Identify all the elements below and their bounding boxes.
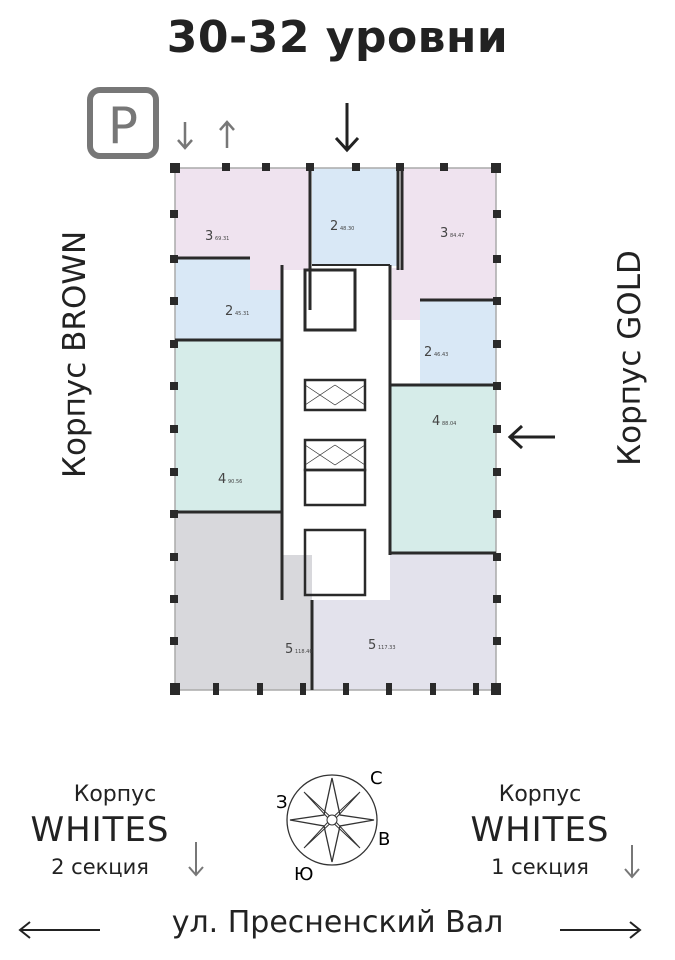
apt-rooms: 4	[432, 414, 440, 429]
apt-4-right	[390, 385, 496, 553]
entrance-arrow-left-icon	[507, 424, 555, 450]
apt-area: 118.40	[295, 649, 313, 655]
whites-1-name: Корпус	[498, 782, 582, 807]
apt-area: 84.47	[450, 233, 464, 239]
apt-2-left	[175, 258, 282, 340]
apt-rooms: 2	[330, 219, 338, 234]
apt-4-left	[175, 340, 282, 512]
compass-west: З	[276, 792, 288, 813]
apt-2-right	[420, 300, 496, 385]
compass-east: В	[378, 829, 390, 850]
whites-1-section: 1 секция	[491, 855, 589, 879]
parking-icon: P	[87, 87, 159, 159]
apt-area: 88.04	[442, 421, 456, 427]
apt-3-top-right	[392, 168, 496, 320]
apt-rooms: 4	[218, 472, 226, 487]
apt-rooms: 3	[205, 229, 213, 244]
apt-area: 90.56	[228, 479, 242, 485]
whites-2-brand: WHITES	[30, 810, 170, 850]
columns	[170, 163, 501, 695]
apt-rooms: 3	[440, 226, 448, 241]
parking-label: P	[108, 97, 138, 155]
apt-rooms: 2	[424, 345, 432, 360]
apt-rooms: 5	[285, 642, 293, 657]
apt-area: 46.43	[434, 352, 448, 358]
whites-2-name: Корпус	[73, 782, 157, 807]
building-label-gold: Корпус GOLD	[612, 250, 648, 466]
entry-exit-arrows-icon	[177, 120, 235, 150]
entrance-arrow-down-icon	[334, 103, 360, 153]
street-name: ул. Пресненский Вал	[171, 905, 504, 940]
apt-2-top-mid	[312, 168, 398, 266]
whites-2-section: 2 секция	[51, 855, 149, 879]
apt-area: 69.31	[215, 236, 229, 242]
compass-north: С	[370, 768, 383, 789]
apt-rooms: 2	[225, 304, 233, 319]
street-direction-arrows-icon	[18, 921, 642, 939]
apt-5-left	[175, 512, 312, 690]
compass-south: Ю	[294, 864, 313, 885]
apt-area: 48.30	[340, 226, 354, 232]
apt-area: 45.31	[235, 311, 249, 317]
compass-icon: С В Ю З	[276, 768, 390, 885]
whites-1-brand: WHITES	[470, 810, 610, 850]
apartment-zones	[175, 168, 496, 690]
apt-3-top-left	[175, 168, 310, 290]
building-label-brown: Корпус BROWN	[57, 230, 93, 478]
apt-5-right	[312, 553, 496, 690]
apt-area: 117.33	[378, 645, 396, 651]
arrow-down-icon	[188, 842, 640, 879]
page-title: 30-32 уровни	[166, 12, 509, 63]
apt-rooms: 5	[368, 638, 376, 653]
